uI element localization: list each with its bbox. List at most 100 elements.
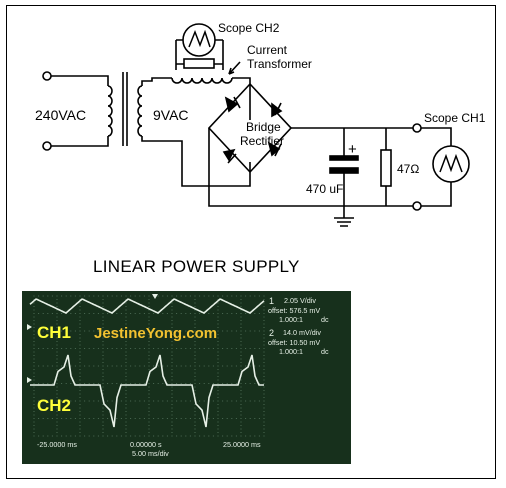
grid-dot — [33, 393, 35, 395]
ch2-readout-offset: offset: 10.50 mV — [268, 338, 320, 347]
grid-dot — [166, 418, 168, 419]
grid-dot — [148, 320, 150, 321]
grid-dot — [97, 365, 99, 367]
grid-dot — [240, 435, 242, 437]
grid-dot — [33, 372, 35, 374]
grid-dot — [56, 351, 58, 353]
grid-dot — [42, 295, 44, 297]
grid-dot — [176, 365, 178, 367]
grid-dot — [74, 295, 76, 297]
grid-dot — [97, 435, 99, 437]
grid-dot — [130, 418, 132, 419]
bridge-diode-2 — [271, 102, 283, 118]
grid-dot — [56, 313, 58, 314]
grid-dot — [263, 411, 265, 412]
grid-dot — [217, 411, 219, 412]
grid-dot — [56, 393, 58, 395]
grid-dot — [130, 348, 132, 349]
grid-dot — [148, 393, 150, 395]
grid-dot — [125, 425, 127, 426]
grid-dot — [97, 348, 99, 349]
grid-dot — [249, 418, 251, 419]
grid-dot — [194, 411, 196, 412]
grid-dot — [56, 407, 58, 409]
grid-dot — [102, 379, 104, 381]
grid-dot — [263, 299, 265, 300]
grid-dot — [51, 295, 53, 297]
grid-dot — [176, 295, 178, 297]
grid-dot — [235, 383, 237, 384]
grid-dot — [249, 365, 251, 367]
grid-dot — [74, 365, 76, 367]
grid-dot — [194, 299, 196, 300]
grid-dot — [70, 330, 72, 332]
grid-dot — [33, 421, 35, 423]
grid-dot — [139, 313, 141, 314]
grid-dot — [148, 313, 150, 314]
grid-dot — [79, 376, 81, 377]
grid-dot — [56, 435, 58, 437]
grid-dot — [157, 383, 159, 384]
grid-dot — [61, 330, 63, 332]
grid-dot — [102, 376, 104, 377]
grid-dot — [102, 358, 104, 360]
grid-dot — [84, 295, 86, 297]
grid-dot — [194, 309, 196, 311]
grid-dot — [79, 365, 81, 367]
grid-dot — [102, 337, 104, 339]
grid-dot — [171, 344, 173, 346]
grid-dot — [102, 383, 104, 384]
grid-dot — [240, 421, 242, 423]
grid-dot — [143, 330, 145, 332]
grid-dot — [143, 435, 145, 437]
ct-pointer — [228, 61, 241, 75]
grid-dot — [70, 348, 72, 349]
grid-dot — [148, 362, 150, 363]
grid-dot — [217, 365, 219, 367]
grid-dot — [84, 400, 86, 402]
grid-dot — [222, 418, 224, 419]
grid-dot — [185, 383, 187, 384]
grid-dot — [79, 372, 81, 374]
grid-dot — [162, 418, 164, 419]
grid-dot — [61, 435, 63, 437]
grid-dot — [65, 400, 67, 402]
grid-dot — [79, 411, 81, 412]
grid-dot — [194, 386, 196, 388]
grid-dot — [102, 369, 104, 370]
grid-dot — [245, 435, 247, 437]
grid-dot — [125, 351, 127, 353]
grid-dot — [245, 383, 247, 384]
grid-dot — [51, 348, 53, 349]
grid-dot — [102, 407, 104, 409]
grid-dot — [153, 435, 155, 437]
grid-dot — [263, 351, 265, 353]
grid-dot — [148, 309, 150, 311]
grid-dot — [189, 330, 191, 332]
grid-dot — [51, 435, 53, 437]
grid-dot — [33, 299, 35, 300]
grid-dot — [240, 334, 242, 335]
grid-dot — [153, 383, 155, 384]
grid-dot — [111, 400, 113, 402]
grid-dot — [240, 418, 242, 419]
grid-dot — [47, 295, 49, 297]
grid-dot — [33, 337, 35, 339]
secondary-label: 9VAC — [153, 107, 189, 123]
grid-dot — [240, 295, 242, 297]
grid-dot — [70, 435, 72, 437]
grid-dot — [217, 393, 219, 395]
grid-dot — [240, 432, 242, 433]
grid-dot — [258, 418, 260, 419]
grid-dot — [194, 337, 196, 339]
capacitor-plate-bottom — [329, 167, 359, 174]
grid-dot — [217, 362, 219, 363]
grid-dot — [263, 323, 265, 325]
grid-dot — [88, 348, 90, 349]
grid-dot — [56, 397, 58, 398]
grid-dot — [102, 316, 104, 318]
grid-dot — [102, 362, 104, 363]
grid-dot — [263, 344, 265, 346]
grid-dot — [166, 435, 168, 437]
grid-dot — [148, 407, 150, 409]
